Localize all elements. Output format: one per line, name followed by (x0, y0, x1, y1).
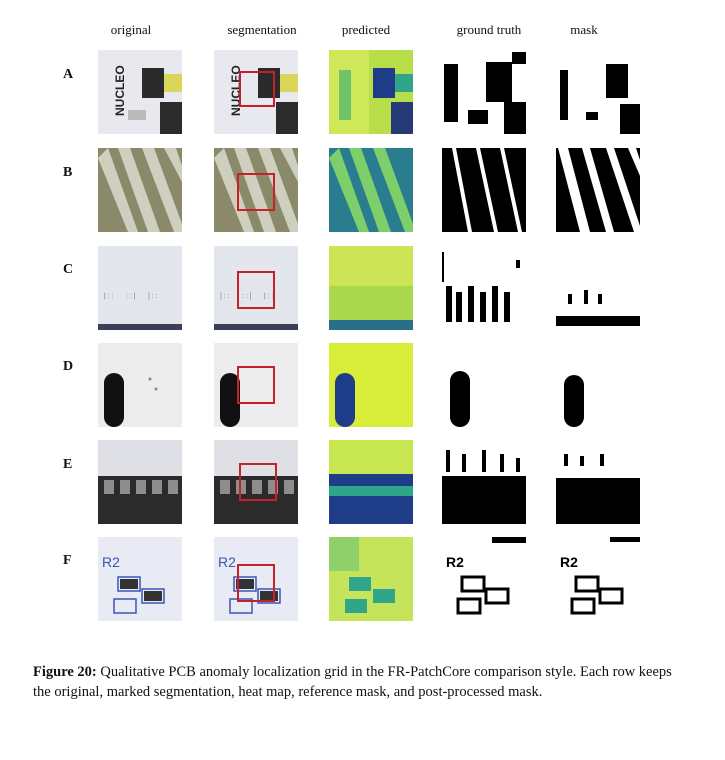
row-b-post-processed-mask (556, 148, 640, 232)
row-e-ground-truth-mask (442, 440, 526, 524)
svg-text:: : |: : : | (126, 293, 136, 300)
row-label-f: F (63, 553, 72, 568)
row-label-a: A (63, 67, 74, 82)
svg-text:NUCLEO: NUCLEO (113, 65, 127, 116)
anomaly-marker-box (237, 173, 275, 211)
row-e-post-processed-mask (556, 440, 640, 524)
col-header-segmentation: segmentation (227, 22, 297, 37)
row-f-original-image: R2 (98, 537, 182, 621)
row-d-segmentation-image (214, 343, 298, 427)
row-c-post-processed-mask (556, 246, 640, 330)
svg-text:R2: R2 (560, 554, 578, 570)
row-a-post-processed-mask (556, 50, 640, 134)
anomaly-marker-box (237, 271, 275, 309)
row-d-ground-truth-mask (442, 343, 526, 427)
row-f-segmentation-image: R2 (214, 537, 298, 621)
row-e-predicted-heatmap (329, 440, 413, 524)
anomaly-marker-box (237, 564, 275, 602)
row-label-d: D (63, 359, 74, 374)
svg-text:R2: R2 (218, 554, 236, 570)
row-b-original-image (98, 148, 182, 232)
row-a-original-image: NUCLEO (98, 50, 182, 134)
svg-text:| : :: | : : (264, 293, 274, 300)
svg-text:| : :: | : : (220, 293, 230, 300)
anomaly-marker-box (239, 463, 277, 501)
row-b-predicted-heatmap (329, 148, 413, 232)
row-label-c: C (63, 262, 74, 277)
col-header-predicted: predicted (341, 22, 391, 37)
svg-text:R2: R2 (102, 554, 120, 570)
row-d-predicted-heatmap (329, 343, 413, 427)
row-d-original-image (98, 343, 182, 427)
figure-caption-text: Qualitative PCB anomaly localization gri… (33, 664, 672, 700)
row-c-ground-truth-mask (442, 246, 526, 330)
row-e-original-image (98, 440, 182, 524)
row-label-e: E (63, 457, 73, 472)
anomaly-marker-box (237, 366, 275, 404)
col-header-original: original (110, 22, 152, 37)
figure-caption-label: Figure 20: (33, 664, 97, 680)
row-b-segmentation-image (214, 148, 298, 232)
figure-caption: Figure 20: Qualitative PCB anomaly local… (33, 662, 693, 702)
row-b-ground-truth-mask (442, 148, 526, 232)
row-label-b: B (63, 165, 73, 180)
col-header-ground-truth: ground truth (456, 22, 522, 37)
row-a-predicted-heatmap (329, 50, 413, 134)
col-header-mask: mask (570, 22, 598, 37)
row-f-predicted-heatmap (329, 537, 413, 621)
row-e-segmentation-image (214, 440, 298, 524)
anomaly-marker-box (239, 71, 275, 107)
row-f-post-processed-mask: R2 (556, 537, 640, 621)
row-a-ground-truth-mask (442, 50, 526, 134)
svg-text:R2: R2 (446, 554, 464, 570)
row-a-segmentation-image: NUCLEO (214, 50, 298, 134)
row-d-post-processed-mask (556, 343, 640, 427)
row-c-predicted-heatmap (329, 246, 413, 330)
svg-text:| : :: | : : (104, 293, 114, 300)
row-c-segmentation-image: | : : : : | | : : (214, 246, 298, 330)
row-f-ground-truth-mask: R2 (442, 537, 526, 621)
svg-text:: : |: : : | (242, 293, 252, 300)
svg-text:| : :: | : : (148, 293, 158, 300)
row-c-original-image: | : : : : | | : : (98, 246, 182, 330)
